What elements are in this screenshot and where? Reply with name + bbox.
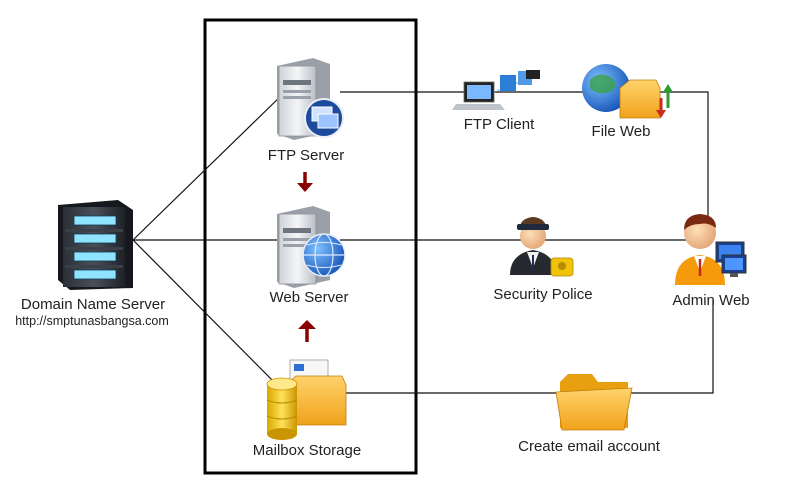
network-computers-icon xyxy=(452,70,540,110)
dns-label: Domain Name Server xyxy=(20,296,166,313)
security-officer-icon xyxy=(510,217,574,277)
ftp-client-label: FTP Client xyxy=(463,116,535,133)
connector-lines xyxy=(132,91,714,394)
server-rack-icon xyxy=(58,200,133,290)
mailbox-database-icon xyxy=(266,359,347,440)
up-arrow xyxy=(298,320,316,342)
link-mailbox-adminweb xyxy=(340,300,714,394)
dns-url-label: http://smptunasbangsa.com xyxy=(15,314,169,328)
server-tower-globe-icon xyxy=(277,206,346,288)
folder-icon xyxy=(555,374,633,431)
mailbox-storage-label: Mailbox Storage xyxy=(252,442,362,459)
admin-web-label: Admin Web xyxy=(672,292,750,309)
file-web-label: File Web xyxy=(591,123,651,140)
down-arrow xyxy=(297,172,313,192)
admin-user-monitor-icon xyxy=(675,214,747,285)
link-ftp-adminweb xyxy=(340,91,709,218)
security-police-label: Security Police xyxy=(493,286,593,303)
ftp-server-label: FTP Server xyxy=(267,147,345,164)
web-server-label: Web Server xyxy=(269,289,349,306)
globe-folder-icon xyxy=(582,64,673,119)
server-tower-window-icon xyxy=(277,58,344,140)
link-dns-mailbox xyxy=(132,239,286,394)
create-email-label: Create email account xyxy=(518,438,660,455)
server-group-box xyxy=(203,18,418,475)
link-dns-ftp xyxy=(132,91,286,241)
